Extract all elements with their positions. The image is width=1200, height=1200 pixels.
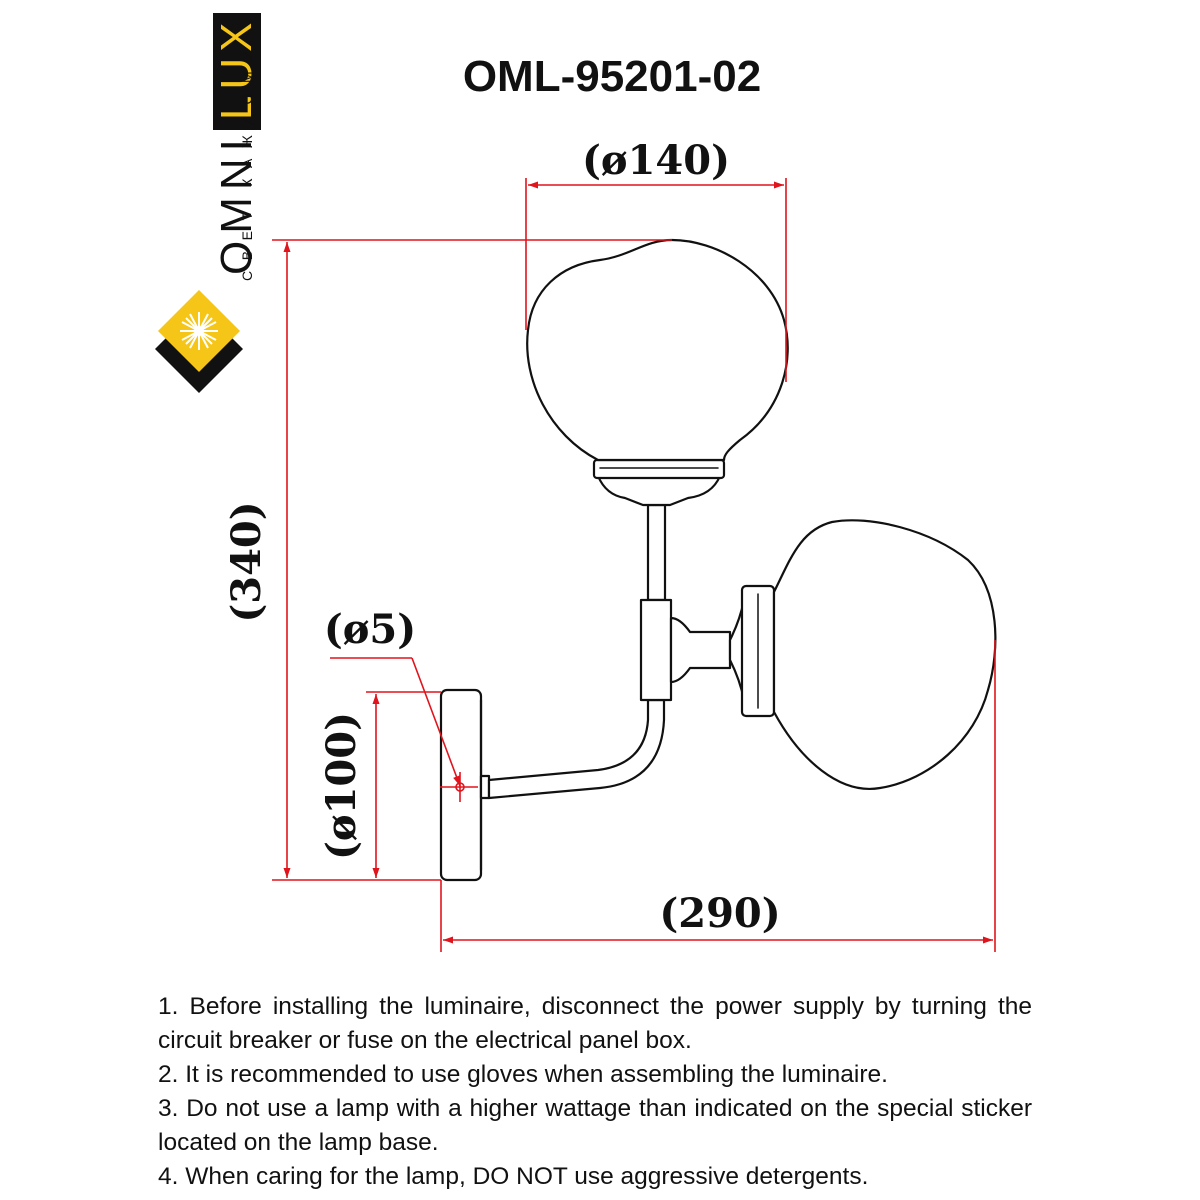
upper-shade — [526, 238, 789, 462]
upper-stem — [646, 503, 667, 602]
note-item: 3. Do not use a lamp with a higher watta… — [158, 1095, 1032, 1156]
brand-logo: OMNI LUX СВЕТ КАЖДОМУ — [150, 0, 261, 400]
page-title: OML-95201-02 — [462, 52, 762, 101]
right-shade — [772, 519, 997, 790]
upper-shade-holder — [596, 474, 722, 507]
lamp-arm — [487, 698, 666, 800]
lamp-outline — [439, 238, 997, 882]
diamond-sun-icon — [155, 290, 243, 393]
joint-block — [639, 598, 673, 702]
installation-notes: 1. Before installing the luminaire, disc… — [158, 990, 1032, 1194]
dim-shade-diameter-label: (ø140) — [582, 137, 730, 184]
note-item: 4. When caring for the lamp, DO NOT use … — [158, 1163, 869, 1190]
dim-depth-label: (290) — [659, 890, 780, 937]
technical-drawing: (ø140) (290) (ø5) (340) (ø100) — [223, 137, 997, 952]
note-item: 1. Before installing the luminaire, disc… — [158, 993, 1032, 1054]
dim-screw-diameter-label: (ø5) — [324, 606, 416, 653]
dimension-lines — [272, 178, 996, 952]
dim-base-diameter-label: (ø100) — [318, 712, 365, 860]
dim-height-label: (340) — [223, 501, 270, 622]
dim-screw-leader — [411, 657, 461, 787]
wall-plate — [439, 688, 483, 882]
note-item: 2. It is recommended to use gloves when … — [158, 1061, 888, 1088]
